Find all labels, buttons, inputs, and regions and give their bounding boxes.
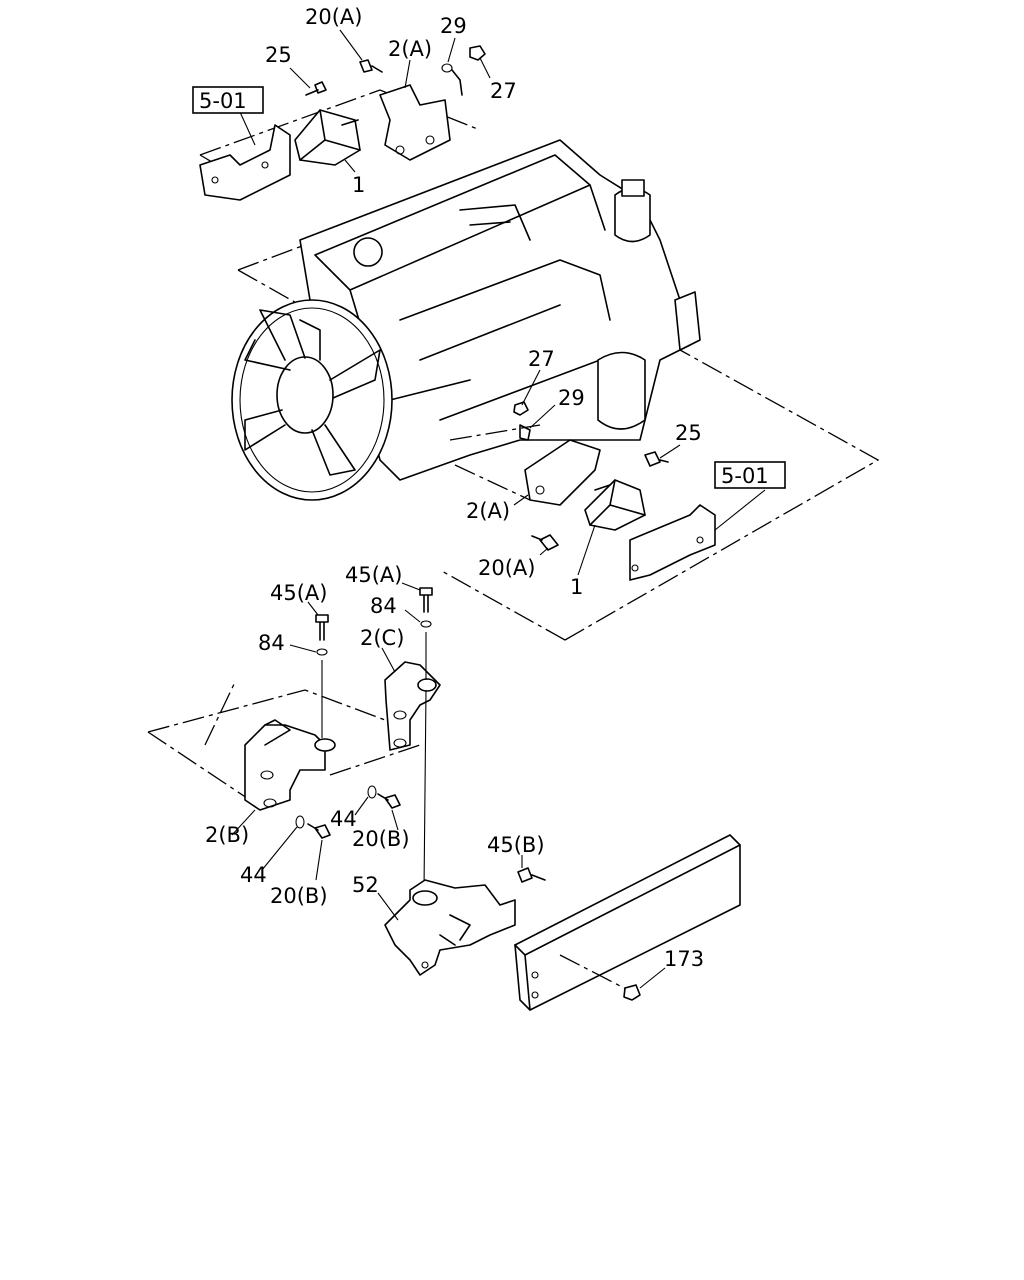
callout-rear-45a-right: 45(A) [345,563,402,587]
engine-assembly [237,139,880,641]
rear-washer-44-right [367,785,377,799]
callout-rear-2b: 2(B) [205,823,249,847]
mid-bolt-25 [644,451,669,467]
mid-frame-bracket [629,504,716,581]
mid-reference-box [714,461,786,489]
callout-top-25: 25 [265,43,292,67]
fuel-filter-cap [621,179,645,197]
top-reference-box [192,86,264,114]
callout-rear-2c: 2(C) [360,626,404,650]
callout-top-1: 1 [352,173,365,197]
top-nut-27 [469,45,486,61]
rear-bolt-45a-left [315,614,329,641]
mid-washer-29 [519,424,531,441]
callout-top-27: 27 [490,79,517,103]
rear-washer-44-left [295,815,305,829]
leader-lines [231,29,766,989]
callout-top-29: 29 [440,14,467,38]
callout-mid-27: 27 [528,347,555,371]
rear-mount-group [147,587,741,1011]
callout-mid-ref: 5-01 [721,464,769,488]
top-bolt-25 [305,81,327,96]
rear-bolt-20b-left [307,823,331,839]
mid-nut-27 [513,401,529,416]
callout-rear-45a-left: 45(A) [270,581,327,605]
rear-bracket-2b [244,724,326,811]
mid-cushion [584,479,646,531]
rear-bolt-20b-right [377,793,401,809]
callout-rear-20b-left: 20(B) [270,884,328,908]
callout-rear-84-right: 84 [370,594,397,618]
rear-bolt-45b [517,867,546,883]
oil-filter [597,351,646,430]
rear-nut-173 [623,984,641,1001]
callout-rear-20b-right: 20(B) [352,827,410,851]
callout-top-ref: 5-01 [199,89,247,113]
oil-filler-cap [353,237,383,267]
top-bolt-20a [359,59,383,73]
mid-bolt-20a [531,534,559,551]
callout-labels: 20(A) 2(A) 29 25 27 1 5-01 27 29 25 5-01… [199,5,769,971]
top-washer-29 [441,63,453,73]
callout-rear-52: 52 [352,873,379,897]
callout-mid-1: 1 [570,575,583,599]
rear-washer-84-left [316,648,328,656]
callout-rear-44-left: 44 [240,863,267,887]
callout-rear-44-right: 44 [330,807,357,831]
mid-mount-group [449,401,716,581]
top-mount-group [199,45,486,201]
cooling-fan [231,299,393,501]
rear-bracket-2c [384,661,441,751]
chassis-frame-rail [514,834,741,1011]
callout-rear-45b: 45(B) [487,833,545,857]
callout-rear-173: 173 [664,947,704,971]
callout-mid-25: 25 [675,421,702,445]
rear-frame-bracket-52 [384,879,516,976]
callout-top-2a: 2(A) [388,37,432,61]
top-frame-bracket [199,124,291,201]
rear-washer-84-right [420,620,432,628]
intake-pipe [459,204,531,241]
callout-mid-29: 29 [558,386,585,410]
rear-flange [674,291,701,351]
callout-mid-2a: 2(A) [466,499,510,523]
top-engine-bracket [379,84,451,161]
callout-mid-20a: 20(A) [478,556,535,580]
callout-top-20a: 20(A) [305,5,362,29]
rear-bolt-45a-right [419,587,433,613]
callout-rear-84-left: 84 [258,631,285,655]
block-side-detail [389,259,611,421]
mid-engine-bracket [524,439,601,506]
fan-blades [244,309,381,476]
reference-boxes [192,86,786,489]
fan-spoke [299,319,321,361]
